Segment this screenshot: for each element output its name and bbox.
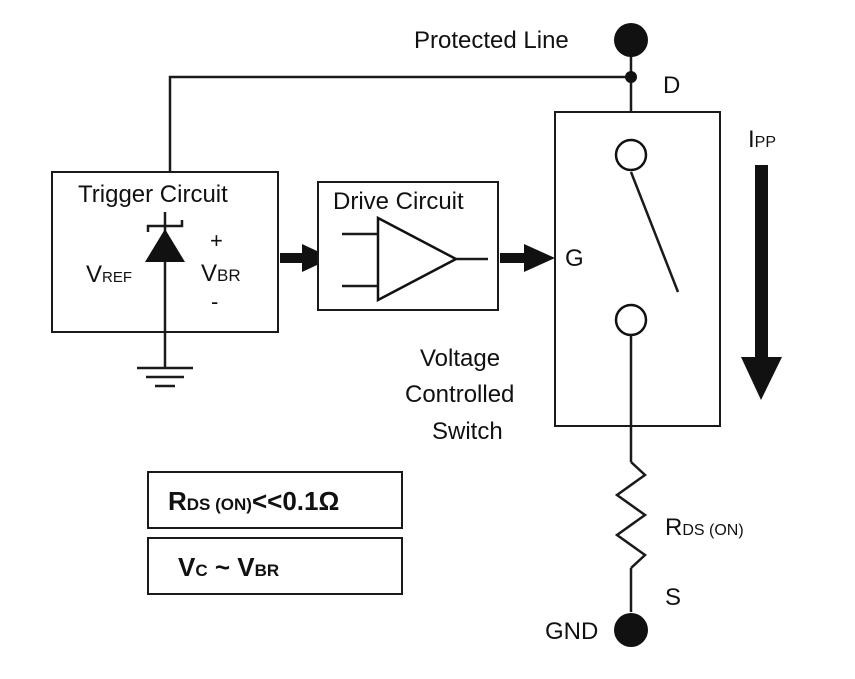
- rds-equation-box: RDS (ON)<<0.1Ω: [147, 471, 403, 529]
- zener-diode-symbol: [145, 212, 185, 332]
- protected-line-label: Protected Line: [414, 27, 569, 54]
- trigger-circuit-title: Trigger Circuit: [78, 181, 228, 208]
- vbr-label: VBR: [201, 260, 241, 287]
- plus-sign: +: [210, 228, 223, 253]
- switch-bottom-contact: [614, 303, 648, 337]
- drain-label: D: [663, 72, 680, 99]
- switch-caption-line2: Controlled: [405, 381, 514, 408]
- drive-circuit-title: Drive Circuit: [333, 188, 464, 215]
- switch-top-contact: [614, 138, 648, 172]
- switch-blade: [629, 171, 680, 293]
- gnd-terminal: [614, 613, 648, 647]
- switch-caption-line3: Switch: [432, 418, 503, 445]
- rds-equation: RDS (ON)<<0.1Ω: [168, 486, 339, 516]
- ipp-current-arrow: [741, 165, 782, 400]
- vc-equation: VC ~ VBR: [178, 552, 279, 582]
- gate-label: G: [565, 245, 584, 272]
- vref-label: VREF: [86, 261, 132, 288]
- rds-on-label: RDS (ON): [665, 514, 744, 541]
- rds-on-resistor: [614, 426, 648, 612]
- drive-to-gate-arrow: [500, 244, 555, 272]
- protected-line-terminal: [614, 23, 648, 57]
- junction-dot: [625, 71, 637, 83]
- voltage-controlled-switch-block: G: [554, 111, 721, 427]
- ground-icon: [137, 332, 193, 388]
- ipp-label: IPP: [748, 126, 776, 153]
- source-label: S: [665, 584, 681, 611]
- vc-equation-box: VC ~ VBR: [147, 537, 403, 595]
- minus-sign: -: [211, 289, 218, 314]
- drive-circuit-block: Drive Circuit: [317, 181, 499, 311]
- trigger-circuit-block: Trigger Circuit VREF + VBR -: [51, 171, 279, 333]
- switch-caption-line1: Voltage: [420, 345, 500, 372]
- amplifier-symbol: [342, 215, 488, 303]
- gnd-label: GND: [545, 618, 598, 645]
